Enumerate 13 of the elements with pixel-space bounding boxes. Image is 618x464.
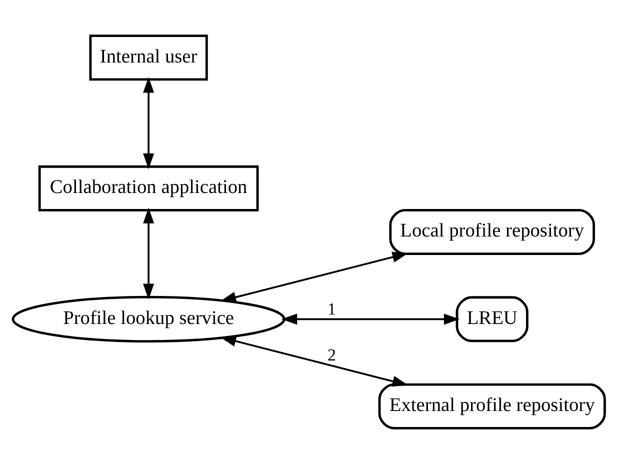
arrow bbox=[220, 252, 408, 303]
arrow bbox=[281, 314, 460, 325]
node-ellipse: Profile lookup service bbox=[12, 296, 286, 343]
edge-label: 1 bbox=[327, 300, 336, 319]
node-box: Collaboration application bbox=[38, 165, 259, 212]
node-box: External profile repository bbox=[378, 383, 606, 430]
edge-label: 2 bbox=[327, 346, 336, 365]
arrow bbox=[220, 336, 408, 387]
arrow bbox=[143, 76, 154, 170]
node-box: LREU bbox=[456, 296, 528, 342]
node-box: Local profile repository bbox=[389, 209, 596, 255]
arrow bbox=[143, 208, 154, 300]
node-box: Internal user bbox=[89, 34, 208, 81]
